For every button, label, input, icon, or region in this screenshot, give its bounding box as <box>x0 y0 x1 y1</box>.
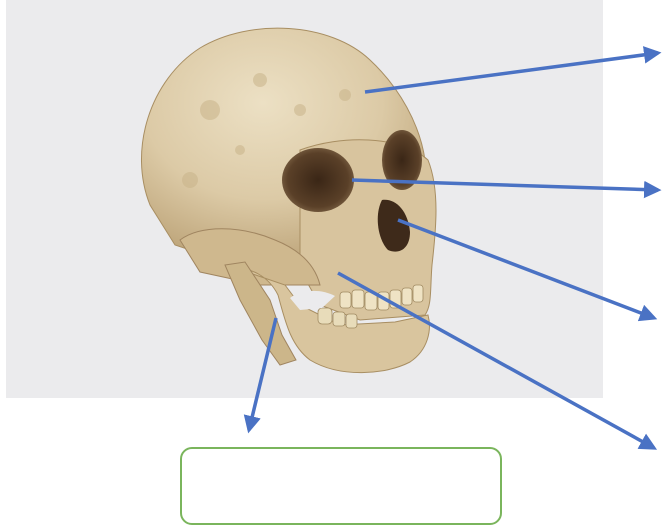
answer-box[interactable] <box>180 447 502 525</box>
eye-socket-shape <box>282 148 354 212</box>
